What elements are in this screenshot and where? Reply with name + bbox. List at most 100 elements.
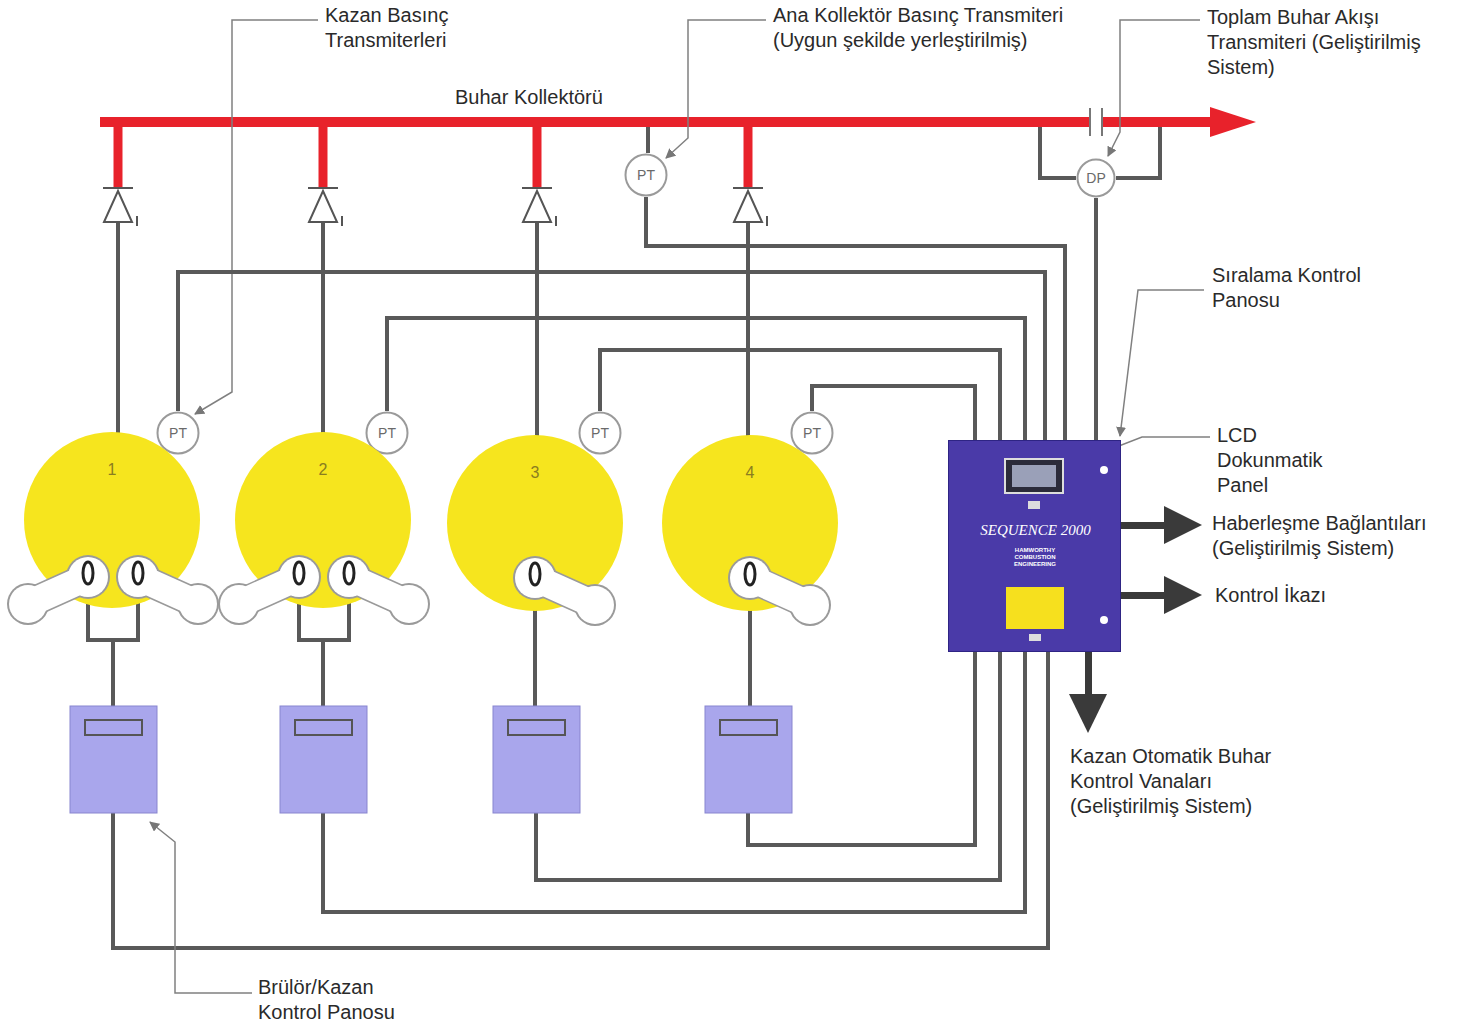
boiler-number: 4	[660, 463, 840, 483]
burner-port	[530, 563, 540, 585]
steam-header	[1210, 107, 1256, 137]
burner-body	[279, 557, 319, 597]
control-wire	[113, 652, 1048, 948]
burner-wire	[88, 600, 138, 706]
callout-label: Haberleşme Bağlantıları (Geliştirilmiş S…	[1212, 511, 1467, 561]
burner-port	[133, 562, 143, 584]
boiler-outline	[620, 423, 880, 623]
check-valve	[341, 216, 343, 226]
check-valve	[103, 188, 767, 226]
pressure-transmitter: PT	[578, 411, 622, 455]
boiler-outline	[405, 423, 665, 623]
warning-lamp	[1006, 587, 1064, 629]
boiler: 1	[22, 430, 202, 610]
panel-screw	[1100, 466, 1108, 474]
signal-wire	[178, 272, 1045, 440]
callout-label: LCD Dokunmatik Panel	[1217, 423, 1367, 498]
burner-body	[515, 558, 555, 598]
leader-line	[150, 822, 252, 993]
transmitter-tag: DP	[1076, 158, 1116, 198]
panel-screw	[1100, 616, 1108, 624]
output-arrow	[1121, 592, 1169, 599]
burner-control-panel	[70, 706, 157, 813]
transmitter-tag: PT	[624, 153, 668, 197]
control-wire	[113, 652, 1048, 948]
boiler: 4	[660, 433, 840, 613]
boiler: 2	[233, 430, 413, 610]
callout-label: Kazan Otomatik Buhar Kontrol Vanaları (G…	[1070, 744, 1320, 819]
check-valve	[136, 216, 138, 226]
output-arrow	[1164, 506, 1202, 544]
burner-body	[9, 585, 47, 623]
boiler-number: 2	[233, 460, 413, 480]
lcd-display	[1012, 465, 1056, 487]
burner-control-panel	[70, 706, 792, 813]
output-arrow	[1069, 694, 1107, 733]
burner-wire	[748, 600, 752, 706]
output-arrow	[1085, 652, 1092, 698]
boiler-outline	[0, 420, 242, 620]
boiler: 3	[445, 433, 625, 613]
check-valve	[766, 216, 768, 226]
callout-label: Buhar Kollektörü	[455, 85, 603, 110]
burner-body	[68, 557, 108, 597]
signal-wire	[387, 318, 1025, 440]
boiler-stem	[321, 222, 325, 440]
burner-control-panel	[280, 706, 367, 813]
sequence-control-panel: SEQUENCE 2000HAMWORTHY COMBUSTION ENGINE…	[948, 440, 1121, 652]
steam-header	[114, 122, 123, 188]
flow-orifice	[1101, 108, 1103, 136]
callout-label: Sıralama Kontrol Panosu	[1212, 263, 1362, 313]
callout-label: Brülör/Kazan Kontrol Panosu	[258, 975, 408, 1025]
boiler-shell	[24, 432, 200, 608]
burner-body	[118, 557, 158, 597]
lcd-button	[1028, 501, 1040, 509]
burner-body	[329, 557, 369, 597]
burner-port	[294, 562, 304, 584]
burner-wire	[299, 600, 349, 706]
burner-control-panel	[295, 720, 352, 735]
flow-orifice	[1089, 108, 1091, 136]
check-valve	[734, 191, 762, 222]
leader-line	[195, 20, 318, 414]
boiler-stem	[746, 222, 750, 440]
burner-body	[791, 586, 829, 624]
burner-control-panel	[493, 706, 580, 813]
burner-body	[390, 585, 428, 623]
check-valve	[555, 216, 557, 226]
leader-line	[666, 20, 766, 158]
check-valve	[309, 191, 337, 222]
burner-body	[730, 558, 770, 598]
signal-wire	[812, 386, 975, 440]
burner-body	[220, 585, 258, 623]
boiler-stem	[118, 127, 748, 440]
leader-line	[150, 20, 1210, 993]
burner-port	[83, 562, 93, 584]
output-arrow	[1121, 522, 1169, 529]
lcd-screen	[1004, 458, 1064, 494]
burner-control-panel	[720, 720, 777, 735]
check-valve	[523, 191, 551, 222]
control-wire	[323, 652, 1025, 912]
panel-model-name: SEQUENCE 2000	[953, 521, 1118, 539]
burner-control-panel	[508, 720, 565, 735]
boiler-number: 1	[22, 460, 202, 480]
control-wire	[536, 652, 1000, 880]
panel-maker-name: HAMWORTHY COMBUSTION ENGINEERING	[999, 547, 1071, 568]
signal-wire	[1094, 198, 1098, 440]
check-valve	[104, 191, 132, 222]
callout-label: Kazan Basınç Transmiterleri	[325, 3, 495, 53]
pressure-transmitter: PT	[624, 153, 668, 197]
callout-label: Toplam Buhar Akışı Transmiteri (Geliştir…	[1207, 5, 1442, 80]
burner-body	[576, 586, 614, 624]
boiler-shell	[235, 432, 411, 608]
burner-port	[344, 562, 354, 584]
callout-label: Ana Kollektör Basınç Transmiteri (Uygun …	[773, 3, 1103, 53]
burner-control-panel	[85, 720, 142, 735]
callout-label: Kontrol İkazı	[1215, 583, 1326, 608]
flow-transmitter: DP	[1076, 158, 1116, 198]
burner-control-panel	[705, 706, 792, 813]
boiler-stem	[116, 222, 120, 440]
boiler-stem	[535, 222, 539, 440]
